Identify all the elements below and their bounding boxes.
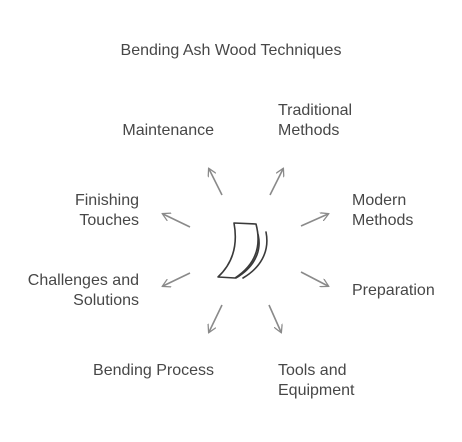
node-finishing-touches: Finishing Touches	[75, 191, 139, 231]
arrow-maintenance	[209, 169, 223, 196]
node-traditional-line-1: Traditional	[278, 102, 353, 119]
node-preparation-line-1: Preparation	[352, 282, 435, 299]
arrow-challenges	[163, 272, 191, 286]
node-bending-process: Bending Process	[93, 361, 214, 381]
bent-wood-sheets-icon	[217, 222, 268, 279]
node-challenges-and-solutions: Challenges and Solutions	[28, 271, 139, 311]
node-traditional-line-2: Methods	[278, 122, 340, 139]
node-tools-line-2: Equipment	[278, 382, 355, 399]
node-bending-line-1: Bending Process	[93, 362, 214, 379]
node-finishing-line-2: Touches	[79, 212, 139, 229]
node-maintenance: Maintenance	[122, 121, 214, 141]
node-preparation: Preparation	[352, 281, 435, 301]
node-traditional-methods: Traditional Methods	[278, 101, 352, 141]
node-modern-line-1: Modern	[352, 192, 407, 209]
node-challenges-line-2: Solutions	[73, 292, 139, 309]
node-modern-line-2: Methods	[352, 212, 414, 229]
node-tools-and-equipment: Tools and Equipment	[278, 361, 355, 401]
arrow-bending-process	[209, 304, 223, 332]
node-tools-line-1: Tools and	[278, 362, 347, 379]
node-finishing-line-1: Finishing	[74, 192, 139, 209]
arrow-tools	[268, 304, 281, 332]
arrow-finishing	[163, 214, 191, 228]
arrow-traditional	[269, 169, 283, 196]
node-maintenance-line-1: Maintenance	[122, 122, 214, 139]
node-modern-methods: Modern Methods	[352, 191, 413, 231]
arrow-preparation	[300, 271, 328, 286]
node-challenges-line-1: Challenges and	[27, 272, 139, 289]
arrow-modern	[300, 214, 328, 227]
diagram-title: Bending Ash Wood Techniques	[120, 42, 342, 59]
